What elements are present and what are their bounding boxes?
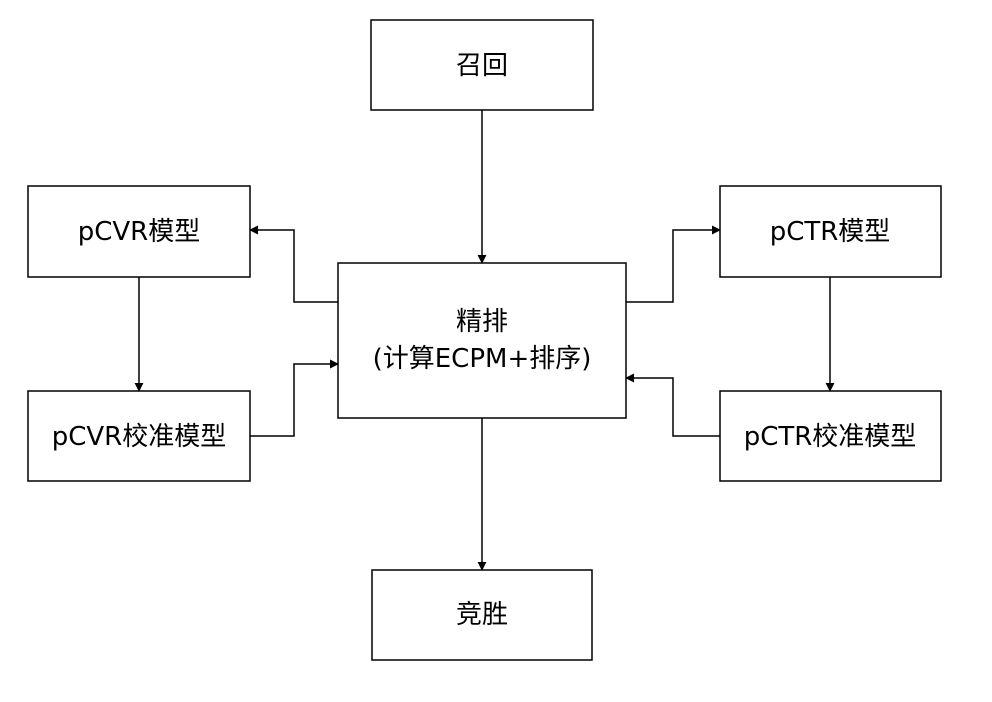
node-pcvr-calibration-box: [27, 390, 251, 482]
node-pctr-model: pCTR模型: [719, 185, 942, 278]
node-pctr-calibration-box: [719, 390, 942, 482]
node-pcvr-model-box: [27, 185, 251, 278]
edge-pctr-calibration-to-ranking: [625, 373, 720, 437]
edges: [134, 110, 835, 571]
edge-ranking-to-pctr-model: [626, 225, 721, 303]
node-recall-box: [370, 19, 594, 111]
node-pctr-calibration: pCTR校准模型: [719, 390, 942, 482]
node-pcvr-model-label: pCVR模型: [78, 217, 201, 247]
node-ranking-subtitle: (计算ECPM+排序): [373, 344, 592, 374]
node-recall: 召回: [370, 19, 594, 111]
node-win-box: [371, 569, 593, 661]
node-ranking: 精排 (计算ECPM+排序): [337, 262, 627, 419]
node-pcvr-calibration: pCVR校准模型: [27, 390, 251, 482]
edge-ranking-to-pcvr-model: [249, 225, 338, 303]
node-pcvr-model: pCVR模型: [27, 185, 251, 278]
node-win-label: 竞胜: [456, 600, 508, 630]
node-pctr-calibration-label: pCTR校准模型: [744, 422, 917, 452]
node-recall-label: 召回: [456, 51, 508, 81]
node-win: 竞胜: [371, 569, 593, 661]
edge-pcvr-calibration-to-ranking: [250, 359, 339, 437]
node-ranking-title: 精排: [456, 307, 508, 337]
node-pcvr-calibration-label: pCVR校准模型: [52, 422, 227, 452]
node-pctr-model-box: [719, 185, 942, 278]
node-pctr-model-label: pCTR模型: [770, 217, 891, 247]
node-ranking-box: [337, 262, 627, 419]
